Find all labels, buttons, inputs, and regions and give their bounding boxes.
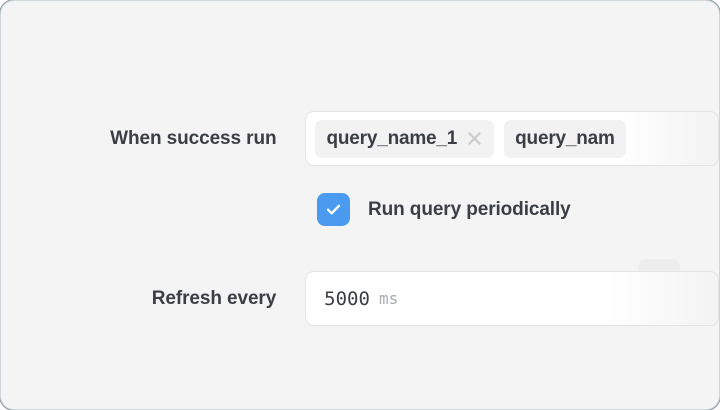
form-row-refresh-every: Refresh every 5000 ms <box>1 271 719 326</box>
refresh-interval-input[interactable]: 5000 ms <box>305 271 719 326</box>
check-icon <box>324 200 343 219</box>
query-tag-input[interactable]: query_name_1 query_nam <box>305 111 719 166</box>
form-row-success-run: When success run query_name_1 query_nam <box>1 111 719 166</box>
refresh-interval-value[interactable]: 5000 <box>324 287 370 310</box>
close-icon[interactable] <box>466 130 483 147</box>
label-run-query-periodically[interactable]: Run query periodically <box>368 198 571 220</box>
checkbox-run-query-periodically[interactable] <box>317 193 350 226</box>
tag-overflow-fade <box>622 112 718 165</box>
tag-chip-label: query_name_1 <box>326 127 458 149</box>
tag-chip-label: query_nam <box>515 127 615 149</box>
refresh-input-overflow-fade <box>608 272 718 325</box>
label-when-success-run: When success run <box>110 127 277 149</box>
tag-chip-query-name-2[interactable]: query_nam <box>504 119 626 158</box>
refresh-interval-unit: ms <box>378 289 399 308</box>
label-refresh-every: Refresh every <box>151 287 277 309</box>
form-row-run-periodically[interactable]: Run query periodically <box>317 193 571 226</box>
tag-chip-query-name-1[interactable]: query_name_1 <box>315 119 495 158</box>
